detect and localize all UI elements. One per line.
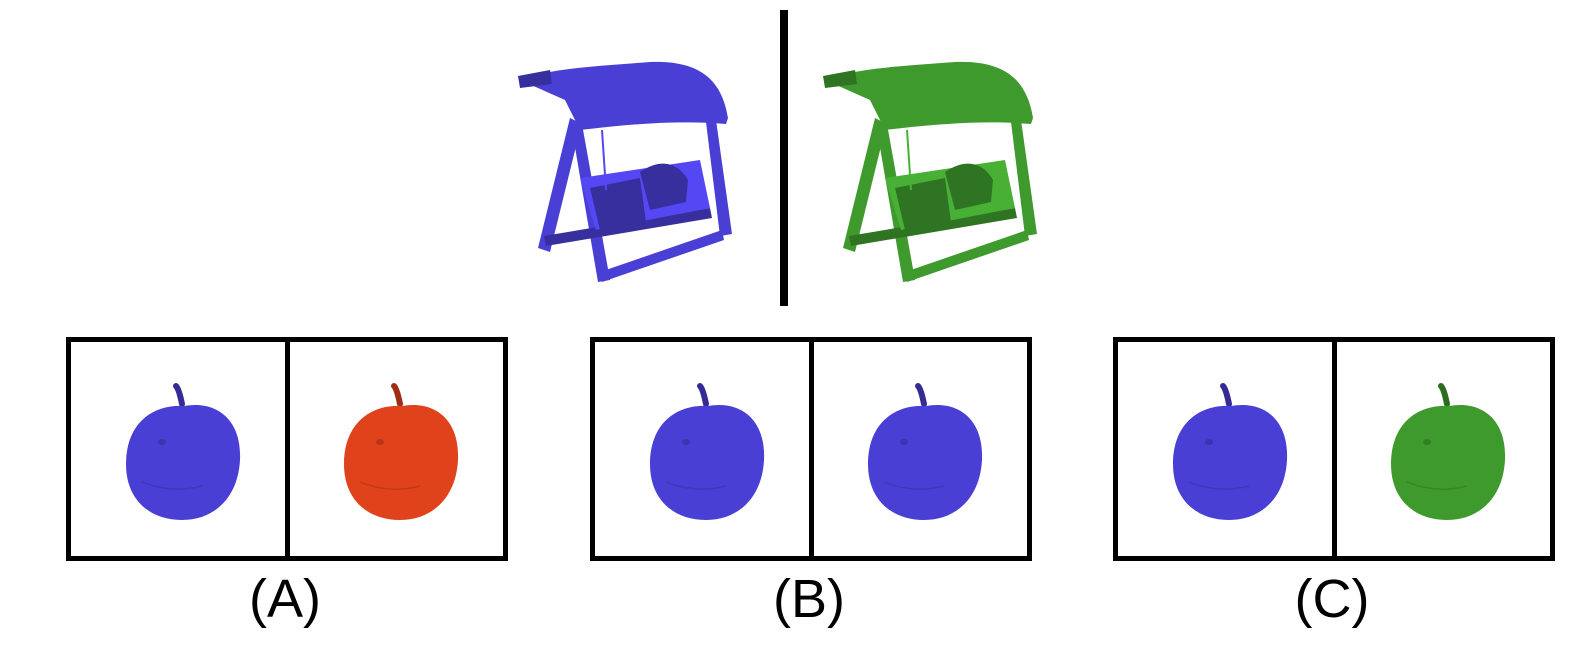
option-c-box[interactable]: [1113, 337, 1555, 561]
box-divider: [285, 342, 290, 556]
divider-line: [780, 10, 788, 306]
fruit-icon: [1173, 383, 1288, 520]
option-a-label: (A): [249, 569, 321, 629]
fruit-icon: [126, 383, 241, 520]
option-c-label: (C): [1294, 569, 1370, 629]
fruit-icon: [868, 383, 983, 520]
box-divider: [809, 342, 814, 556]
option-b-box[interactable]: [590, 337, 1032, 561]
option-b-label: (B): [773, 569, 845, 629]
option-a-box[interactable]: [66, 337, 508, 561]
fruit-icon: [1391, 383, 1506, 520]
fruit-icon: [650, 383, 765, 520]
fruit-icon: [344, 383, 459, 520]
porch-swing-icon: [518, 61, 732, 282]
box-divider: [1332, 342, 1337, 556]
porch-swing-icon: [823, 61, 1037, 282]
